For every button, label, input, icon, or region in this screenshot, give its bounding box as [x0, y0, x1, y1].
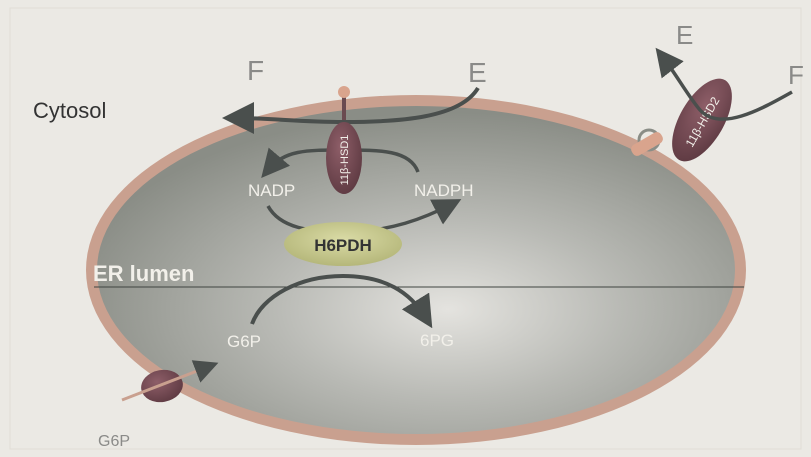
hsd1-anchor-knob: [338, 86, 350, 98]
cortisone-e-right-label: E: [676, 20, 693, 50]
er-lumen-label: ER lumen: [93, 261, 194, 286]
g6p-lumen-label: G6P: [227, 332, 261, 351]
h6pdh-label: H6PDH: [314, 236, 372, 255]
cytosol-label: Cytosol: [33, 98, 106, 123]
cortisone-e-label: E: [468, 57, 487, 88]
g6p-cytosol-label: G6P: [98, 433, 130, 450]
cortisol-f-label: F: [247, 55, 264, 86]
6pg-label: 6PG: [420, 331, 454, 350]
cortisol-f-right-label: F: [788, 60, 804, 90]
nadph-label: NADPH: [414, 181, 474, 200]
hsd1-label: 11β-HSD1: [339, 135, 351, 186]
nadp-label: NADP: [248, 181, 295, 200]
